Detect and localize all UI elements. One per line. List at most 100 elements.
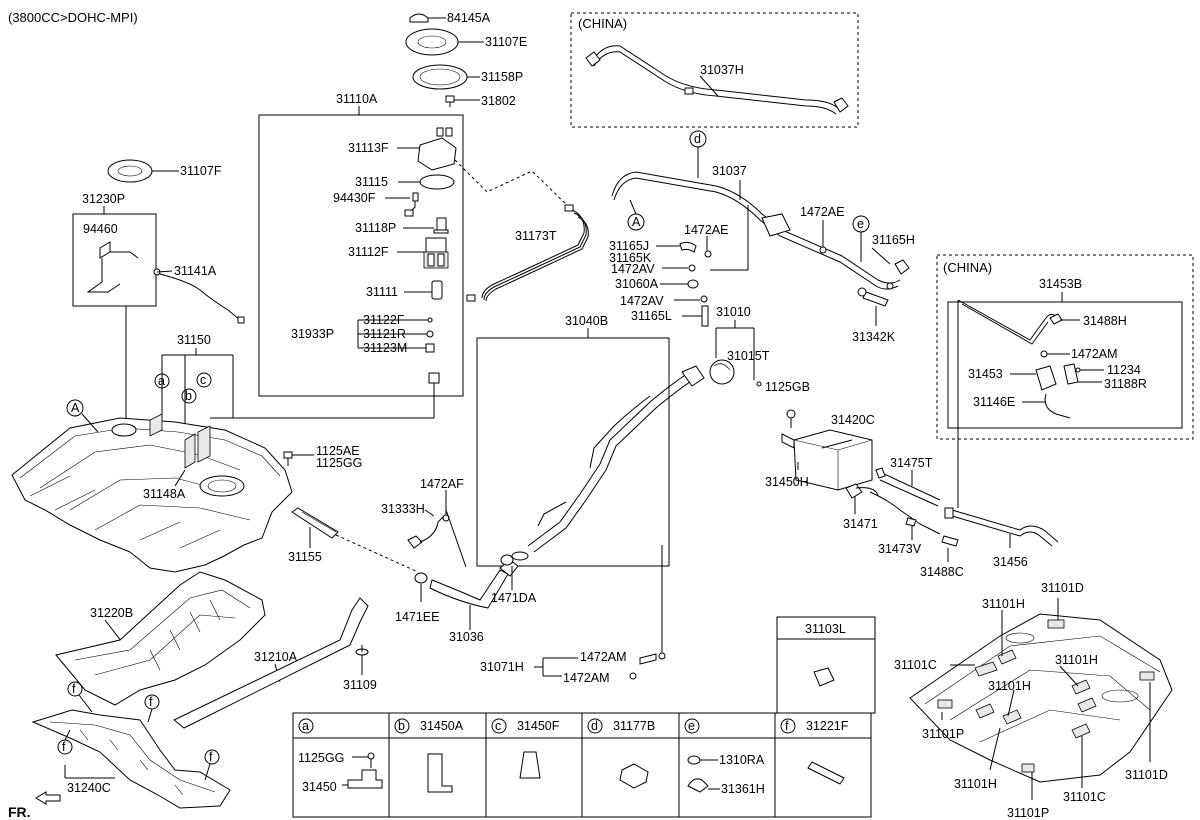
- bolt-1125GB-drawing: [786, 409, 796, 428]
- part-label-94460[interactable]: 94460: [83, 222, 118, 236]
- part-label-1125AE[interactable]: 1125AE: [316, 444, 360, 458]
- pad-31221F-icon: [807, 761, 845, 785]
- part-label-1472AM-1[interactable]: 1472AM: [580, 650, 627, 664]
- part-label-31101D-2[interactable]: 31101D: [1125, 768, 1168, 782]
- part-label-31113F[interactable]: 31113F: [348, 141, 389, 155]
- part-label-31165K[interactable]: 31165K: [609, 251, 652, 265]
- part-label-31101D-1[interactable]: 31101D: [1041, 581, 1084, 595]
- part-label-31101H-1[interactable]: 31101H: [982, 597, 1025, 611]
- part-label-31123M[interactable]: 31123M: [363, 341, 407, 355]
- part-label-31220B[interactable]: 31220B: [90, 606, 133, 620]
- part-label-31210A[interactable]: 31210A: [254, 650, 298, 664]
- part-label-1471EE[interactable]: 1471EE: [395, 610, 439, 624]
- tank-strap-31210A-drawing: [173, 597, 369, 729]
- part-label-31111[interactable]: 31111: [366, 285, 398, 299]
- legend-letter-d: d: [591, 719, 598, 733]
- legend-part-d[interactable]: 31177B: [613, 719, 655, 733]
- hose-31475T-drawing: [875, 467, 941, 507]
- part-label-31060A[interactable]: 31060A: [615, 277, 659, 291]
- part-label-31015T[interactable]: 31015T: [727, 349, 770, 363]
- hose-31473V-drawing: [869, 491, 959, 547]
- part-label-31165L[interactable]: 31165L: [631, 309, 672, 323]
- part-label-31165H[interactable]: 31165H: [872, 233, 915, 247]
- part-label-31333H[interactable]: 31333H: [381, 502, 425, 516]
- part-label-31101H-3[interactable]: 31101H: [988, 679, 1031, 693]
- part-label-31036[interactable]: 31036: [449, 630, 484, 644]
- part-label-31071H[interactable]: 31071H: [480, 660, 524, 674]
- part-label-31188R[interactable]: 31188R: [1104, 377, 1147, 391]
- legend-e-bottom-label[interactable]: 31361H: [721, 782, 765, 796]
- part-label-31475T[interactable]: 31475T: [890, 456, 933, 470]
- part-label-31101P-1[interactable]: 31101P: [922, 727, 964, 741]
- part-label-31107E[interactable]: 31107E: [485, 35, 527, 49]
- part-label-1472AE-1[interactable]: 1472AE: [684, 223, 728, 237]
- part-label-31101H-4[interactable]: 31101H: [954, 777, 997, 791]
- part-label-31115[interactable]: 31115: [355, 175, 388, 189]
- part-label-1125GB[interactable]: 1125GB: [765, 380, 810, 394]
- legend-a-bottom-label[interactable]: 31450: [302, 780, 337, 794]
- part-label-31112F[interactable]: 31112F: [348, 245, 389, 259]
- callout-d-top-letter: d: [694, 132, 701, 146]
- part-label-31420C[interactable]: 31420C: [831, 413, 875, 427]
- part-label-31101H-2[interactable]: 31101H: [1055, 653, 1098, 667]
- legend-part-f[interactable]: 31221F: [806, 719, 849, 733]
- legend-part-c[interactable]: 31450F: [517, 719, 560, 733]
- hose-31071H-group: [534, 545, 666, 680]
- part-label-31450H[interactable]: 31450H: [765, 475, 809, 489]
- part-label-31010[interactable]: 31010: [716, 305, 751, 319]
- part-label-1471DA[interactable]: 1471DA: [491, 591, 537, 605]
- part-label-31103L[interactable]: 31103L: [805, 622, 846, 636]
- part-label-31101C-1[interactable]: 31101C: [894, 658, 937, 672]
- part-label-31488C[interactable]: 31488C: [920, 565, 964, 579]
- part-label-31037H[interactable]: 31037H: [700, 63, 744, 77]
- part-label-31146E[interactable]: 31146E: [973, 395, 1015, 409]
- part-label-31040B[interactable]: 31040B: [565, 314, 608, 328]
- part-label-31107F[interactable]: 31107F: [180, 164, 222, 178]
- part-label-31456[interactable]: 31456: [993, 555, 1028, 569]
- part-label-31118P[interactable]: 31118P: [355, 221, 396, 235]
- part-label-31158P[interactable]: 31158P: [481, 70, 523, 84]
- part-label-31173T[interactable]: 31173T: [515, 229, 557, 243]
- part-label-31473V[interactable]: 31473V: [878, 542, 922, 556]
- part-label-1472AE-2[interactable]: 1472AE: [800, 205, 844, 219]
- part-label-94430F[interactable]: 94430F: [333, 191, 376, 205]
- part-label-1472AV-2[interactable]: 1472AV: [620, 294, 664, 308]
- part-label-31155[interactable]: 31155: [288, 550, 322, 564]
- part-label-31150[interactable]: 31150: [177, 333, 211, 347]
- part-label-31121R[interactable]: 31121R: [363, 327, 406, 341]
- part-label-84145A[interactable]: 84145A: [447, 11, 491, 25]
- connector-drawing: [210, 372, 440, 419]
- bolt-1125AE-drawing: [283, 451, 314, 466]
- part-label-1125GG-top[interactable]: 1125GG: [316, 456, 362, 470]
- china-label-right: (CHINA): [943, 260, 992, 275]
- part-label-31240C[interactable]: 31240C: [67, 781, 111, 795]
- part-label-31122F[interactable]: 31122F: [363, 313, 405, 327]
- part-label-31165J[interactable]: 31165J: [609, 239, 649, 253]
- part-label-1472AM-3[interactable]: 1472AM: [1071, 347, 1118, 361]
- part-label-1472AV-1[interactable]: 1472AV: [611, 262, 655, 276]
- legend-a-top-label[interactable]: 1125GG: [298, 751, 344, 765]
- part-label-31110A[interactable]: 31110A: [336, 92, 378, 106]
- part-label-31148A[interactable]: 31148A: [143, 487, 186, 501]
- part-label-11234[interactable]: 11234: [1107, 363, 1141, 377]
- part-label-31471[interactable]: 31471: [843, 517, 878, 531]
- part-label-1472AM-2[interactable]: 1472AM: [563, 671, 610, 685]
- part-label-31933P[interactable]: 31933P: [291, 327, 334, 341]
- part-label-31453[interactable]: 31453: [968, 367, 1003, 381]
- part-label-31101C-2[interactable]: 31101C: [1063, 790, 1106, 804]
- engine-spec-text: (3800CC>DOHC-MPI): [8, 10, 138, 25]
- legend-e-top-label[interactable]: 1310RA: [719, 753, 765, 767]
- legend-part-b[interactable]: 31450A: [420, 719, 464, 733]
- part-label-31453B[interactable]: 31453B: [1039, 277, 1082, 291]
- part-label-31342K[interactable]: 31342K: [852, 330, 896, 344]
- part-label-31230P[interactable]: 31230P: [82, 192, 125, 206]
- part-label-1472AF[interactable]: 1472AF: [420, 477, 464, 491]
- part-label-31141A[interactable]: 31141A: [174, 264, 217, 278]
- part-label-31488H[interactable]: 31488H: [1083, 314, 1127, 328]
- part-label-31101P-2[interactable]: 31101P: [1007, 806, 1049, 820]
- part-label-31037[interactable]: 31037: [712, 164, 747, 178]
- front-arrow-icon: [35, 791, 61, 805]
- part-label-31109[interactable]: 31109: [343, 678, 377, 692]
- part-label-31802[interactable]: 31802: [481, 94, 516, 108]
